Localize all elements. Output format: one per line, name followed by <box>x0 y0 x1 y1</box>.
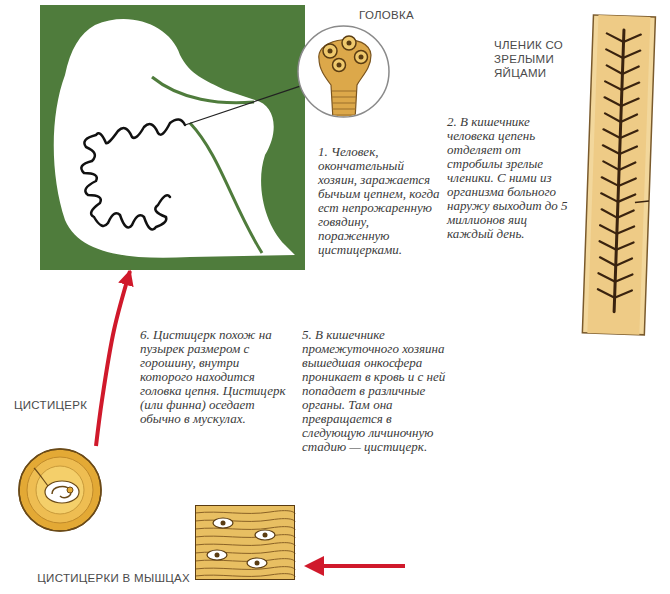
muscle-box: ЦИСТИЦЕРКИ В МЫШЦАХ <box>195 505 295 580</box>
proglottid-strip: ЧЛЕНИК СО ЗРЕЛЫМИ ЯЙЦАМИ <box>578 12 666 337</box>
proglottid-illustration <box>635 200 649 202</box>
host-illustration <box>40 5 305 270</box>
proglottid-illustration <box>582 15 655 335</box>
cysticercus-illustration <box>36 466 84 514</box>
leader-line <box>185 86 299 125</box>
arm-line <box>152 77 254 103</box>
human-silhouette <box>54 19 295 258</box>
muscle-illustration <box>263 533 268 538</box>
muscle-illustration <box>247 558 267 568</box>
scolex <box>333 59 346 72</box>
host-background <box>40 5 305 270</box>
red-arrow <box>322 564 405 568</box>
scolex <box>355 51 368 64</box>
muscle-illustration <box>195 511 295 577</box>
scolex <box>328 49 333 54</box>
proglottid-illustration <box>582 15 655 335</box>
tapeworm <box>81 119 185 229</box>
scolex <box>319 40 371 120</box>
cysticercus-illustration <box>34 468 48 486</box>
node-outline-circle <box>298 26 389 117</box>
scolex <box>359 55 364 60</box>
muscle-illustration <box>207 550 227 560</box>
step-note: 1. Человек, окончательный хозяин, заража… <box>318 145 440 257</box>
proglottid-illustration <box>598 33 641 298</box>
proglottid-illustration <box>587 15 650 335</box>
muscle-illustration <box>221 521 226 526</box>
leg-line <box>190 123 262 253</box>
scolex <box>332 91 356 115</box>
muscle-illustration <box>215 553 220 558</box>
scolex-illustration <box>298 26 389 120</box>
host-panel <box>40 5 305 270</box>
scolex-circle: ГОЛОВКА <box>297 25 390 118</box>
cysticercus-illustration <box>19 449 101 531</box>
cysticercus-illustration <box>27 457 93 523</box>
cycle-arrow <box>96 271 130 446</box>
scolex <box>342 36 356 50</box>
cysticercus-illustration <box>67 487 73 493</box>
muscle-illustration <box>195 505 295 580</box>
part-label: ГОЛОВКА <box>359 8 449 22</box>
muscle-illustration <box>195 505 295 580</box>
muscle-illustration <box>255 530 275 540</box>
scolex <box>319 36 371 120</box>
part-label: ЦИСТИЦЕРК <box>14 398 104 412</box>
cysticercus-illustration <box>45 481 79 503</box>
muscle-illustration <box>213 518 233 528</box>
muscle-illustration <box>255 561 260 566</box>
connectors <box>96 86 299 446</box>
step-note: 5. В кишечнике промежуточного хозяина вы… <box>302 328 447 454</box>
step-note: 6. Цистицерк похож на пузырек размером с… <box>140 328 288 426</box>
node-outline <box>297 25 390 118</box>
red-arrow <box>304 556 324 576</box>
scolex <box>323 44 337 58</box>
node-outline <box>18 448 102 532</box>
node-outline-circle <box>19 449 101 531</box>
step-note: 2. В кишечнике человека цепень отделяет … <box>447 115 573 241</box>
cysticercus-circle: ЦИСТИЦЕРК <box>18 448 102 532</box>
part-label: ЦИСТИЦЕРКИ В МЫШЦАХ <box>14 571 190 585</box>
red-arrow <box>304 556 405 576</box>
part-label: ЧЛЕНИК СО ЗРЕЛЫМИ ЯЙЦАМИ <box>494 38 576 80</box>
cysticercus-illustration <box>19 449 101 531</box>
scolex <box>337 63 342 68</box>
scolex <box>347 41 352 46</box>
